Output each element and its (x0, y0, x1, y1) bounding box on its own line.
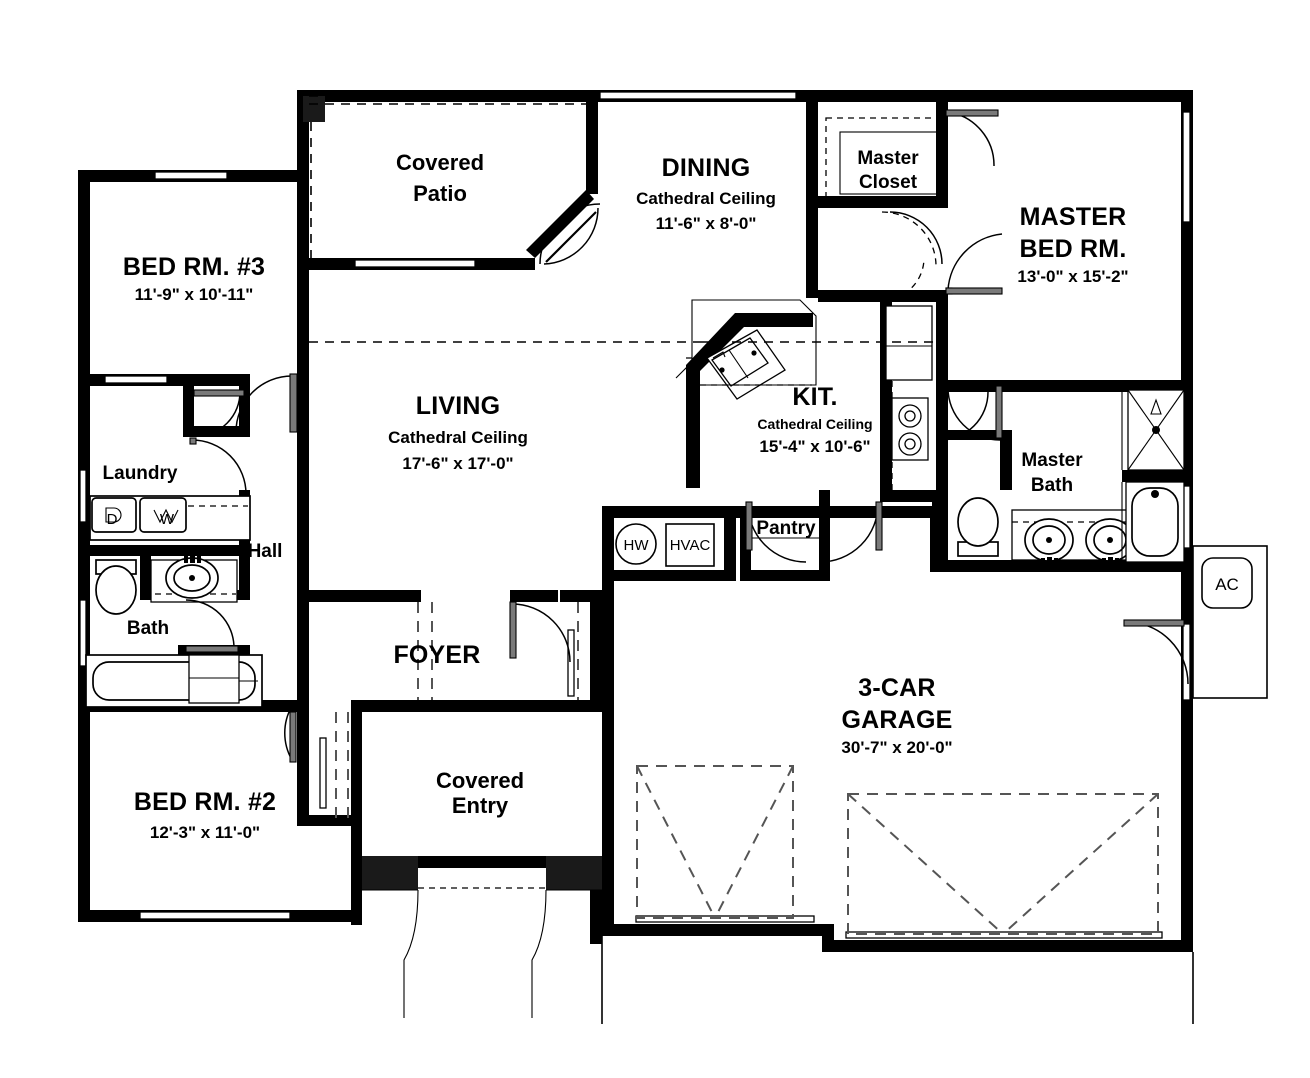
covered-entry-line1: Covered (436, 768, 524, 793)
door-swings (185, 109, 1189, 763)
garage-line2: GARAGE (842, 706, 953, 734)
master-bath-line2: Bath (1031, 475, 1073, 496)
label-dining: DINING Cathedral Ceiling 11'-6" x 8'-0" (636, 154, 776, 233)
kitchen-sink (675, 299, 817, 471)
windows (79, 91, 1191, 939)
dining-name: DINING (662, 154, 751, 182)
foyer-name: FOYER (393, 641, 480, 669)
powder-room-fixtures (95, 555, 238, 615)
master-closet-line2: Closet (859, 172, 918, 193)
label-master-closet: Master Closet (857, 148, 919, 193)
label-covered-patio: Covered Patio (396, 150, 484, 206)
washer-label: W (160, 511, 175, 528)
hvac-label: HVAC (670, 537, 711, 554)
label-foyer: FOYER (393, 641, 480, 669)
dining-dimensions: 11'-6" x 8'-0" (656, 214, 757, 233)
label-pantry: Pantry (756, 518, 816, 539)
covered-patio-line2: Patio (413, 181, 467, 206)
ac-label: AC (1215, 575, 1239, 594)
label-bath: Bath (127, 618, 169, 639)
garage-dimensions: 30'-7" x 20'-0" (841, 738, 952, 757)
cathedral-ceiling-lines (302, 95, 936, 343)
living-dimensions: 17'-6" x 17'-0" (402, 454, 513, 473)
bed2-dimensions: 12'-3" x 11'-0" (150, 823, 260, 842)
column-hatch (303, 96, 602, 890)
bath-fixtures (85, 654, 263, 708)
bed3-dimensions: 11'-9" x 10'-11" (135, 285, 254, 304)
master-bed-line2: BED RM. (1020, 235, 1127, 263)
label-kitchen: KIT. Cathedral Ceiling 15'-4" x 10'-6" (757, 383, 872, 456)
kitchen-name: KIT. (792, 383, 837, 411)
living-ceiling: Cathedral Ceiling (388, 428, 528, 447)
covered-patio-line1: Covered (396, 150, 484, 175)
kitchen-ceiling: Cathedral Ceiling (757, 416, 872, 432)
garage-door-indicators (636, 765, 1159, 935)
dryer-label: D (107, 511, 118, 528)
dining-ceiling: Cathedral Ceiling (636, 189, 776, 208)
master-closet-line1: Master (857, 148, 919, 169)
bed3-name: BED RM. #3 (123, 253, 265, 281)
bath-name: Bath (127, 618, 169, 639)
ac-unit-pad: AC (1192, 545, 1268, 699)
master-bath-line1: Master (1021, 450, 1083, 471)
label-master-bedroom: MASTER BED RM. 13'-0" x 15'-2" (1017, 203, 1128, 286)
label-garage: 3-CAR GARAGE 30'-7" x 20'-0" (841, 674, 952, 757)
covered-entry-line2: Entry (452, 793, 509, 818)
laundry-appliances: D W (89, 495, 251, 541)
mechanical-equipment: HW HVAC (615, 523, 715, 567)
label-hall: Hall (248, 541, 283, 562)
label-master-bath: Master Bath (1021, 450, 1083, 496)
kitchen-dimensions: 15'-4" x 10'-6" (759, 437, 870, 456)
entry-walkway (335, 602, 1194, 1024)
master-bath-fixtures (957, 389, 1185, 566)
bed2-name: BED RM. #2 (134, 788, 276, 816)
master-bed-dimensions: 13'-0" x 15'-2" (1017, 267, 1128, 286)
living-name: LIVING (416, 392, 501, 420)
label-bedroom-3: BED RM. #3 11'-9" x 10'-11" (123, 253, 265, 304)
master-bed-line1: MASTER (1020, 203, 1127, 231)
label-bedroom-2: BED RM. #2 12'-3" x 11'-0" (134, 788, 276, 842)
hw-label: HW (624, 537, 650, 554)
label-laundry: Laundry (103, 463, 178, 484)
hall-name: Hall (248, 541, 283, 562)
room-labels: Covered Patio DINING Cathedral Ceiling 1… (103, 148, 1129, 842)
pantry-name: Pantry (756, 518, 816, 539)
label-living: LIVING Cathedral Ceiling 17'-6" x 17'-0" (388, 392, 528, 473)
master-closet-shelving (825, 117, 939, 201)
laundry-name: Laundry (103, 463, 178, 484)
kitchen-range (885, 305, 933, 490)
label-covered-entry: Covered Entry (436, 768, 524, 818)
garage-line1: 3-CAR (858, 674, 935, 702)
